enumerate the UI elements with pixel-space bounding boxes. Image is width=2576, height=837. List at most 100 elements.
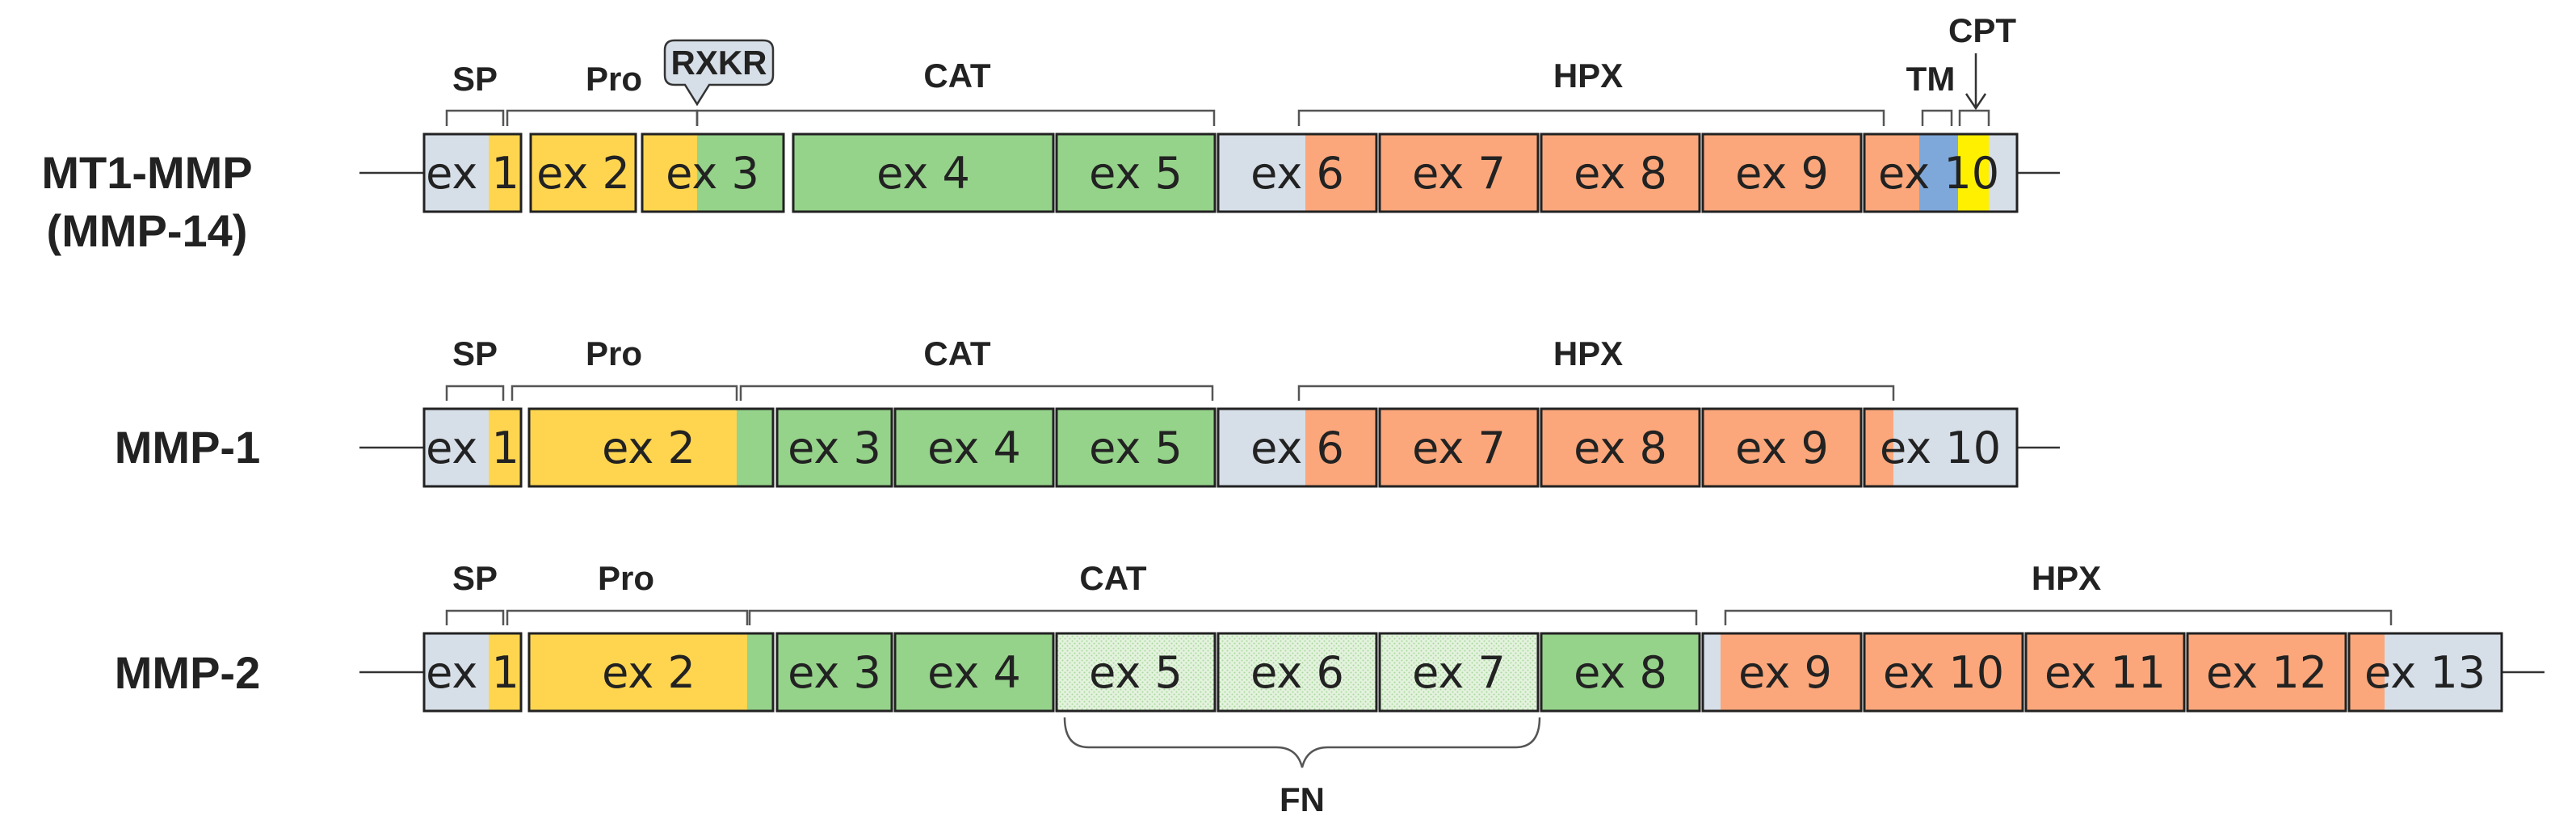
- cat-segment: [747, 633, 773, 711]
- domain-bracket-sp: [445, 385, 505, 401]
- exon-11-border: [2024, 632, 2186, 713]
- hpx-segment: [1380, 409, 1538, 486]
- utr-segment: [1703, 633, 1721, 711]
- hpx-segment: [1541, 134, 1700, 212]
- exon-label: ex 6: [1250, 423, 1344, 473]
- exon-5: ex 5: [1055, 132, 1217, 213]
- exon-5: ex 5: [1055, 632, 1217, 713]
- domain-bracket-pro: [506, 609, 749, 625]
- utr-segment: [1218, 409, 1305, 486]
- pro-segment: [642, 134, 697, 212]
- hpx-segment: [1703, 409, 1861, 486]
- fn-segment: [1380, 633, 1538, 711]
- domain-label-cat: CAT: [923, 57, 991, 95]
- utr-segment: [2385, 633, 2502, 711]
- exon-label: ex 1: [426, 423, 519, 473]
- domain-label-cat: CAT: [923, 334, 991, 372]
- exon-label: ex 4: [876, 148, 970, 199]
- hpx-segment: [2349, 633, 2385, 711]
- exon-9-border: [1701, 407, 1863, 488]
- utr-segment: [1989, 134, 2017, 212]
- exon-label: ex 6: [1250, 148, 1344, 199]
- cat-segment: [777, 633, 892, 711]
- exon-label: ex 9: [1735, 423, 1829, 473]
- domain-label-pro: Pro: [586, 334, 642, 372]
- domain-label-cpt: CPT: [1948, 11, 2016, 49]
- exon-7-border: [1378, 407, 1540, 488]
- exon-7: ex 7: [1378, 632, 1540, 713]
- domain-label-sp: SP: [452, 559, 498, 597]
- exon-4-border: [893, 632, 1055, 713]
- domain-bracket-hpx: [1297, 385, 1895, 401]
- hpx-segment: [1721, 633, 1861, 711]
- pro-segment: [529, 409, 737, 486]
- sp-segment: [489, 633, 521, 711]
- exon-3-border: [641, 132, 785, 213]
- exon-label: ex 7: [1412, 647, 1506, 698]
- domain-label-pro: Pro: [586, 60, 642, 98]
- exon-1-border: [422, 407, 523, 488]
- exon-2: ex 2: [529, 132, 637, 213]
- exon-2: ex 2: [527, 407, 775, 488]
- exon-10-border: [1863, 407, 2019, 488]
- exon-3-border: [775, 632, 893, 713]
- domain-bracket-pro: [511, 385, 738, 401]
- hpx-segment: [1703, 134, 1861, 212]
- gene-label-mt1-mmp: MT1-MMP: [41, 147, 252, 198]
- utr-segment: [1893, 409, 2017, 486]
- exon-label: ex 12: [2206, 647, 2327, 698]
- exon-label: ex 1: [426, 647, 519, 698]
- gene-label-mmp-14: (MMP-14): [47, 205, 248, 256]
- exon-6: ex 6: [1217, 632, 1378, 713]
- cpt-arrow-icon: [1965, 53, 1987, 111]
- exon-label: ex 4: [927, 423, 1021, 473]
- gene-mt1-mmp: MT1-MMP (MMP-14) ex 1 ex 2 ex 3 ex: [41, 11, 2060, 256]
- exon-7-border: [1378, 632, 1540, 713]
- exon-8-border: [1540, 632, 1701, 713]
- exon-2-border: [527, 407, 775, 488]
- hpx-segment: [1305, 134, 1376, 212]
- exon-5-border: [1055, 132, 1217, 213]
- exon-4-border: [893, 407, 1055, 488]
- domain-label-hpx: HPX: [1553, 334, 1623, 372]
- exon-label: ex 5: [1089, 148, 1183, 199]
- exon-8-border: [1540, 132, 1701, 213]
- domain-bracket-pro: [506, 109, 699, 126]
- exon-10: ex 10: [1863, 132, 2019, 213]
- cat-segment: [793, 134, 1053, 212]
- domain-label-fn: FN: [1280, 780, 1325, 818]
- domain-bracket-cat: [739, 385, 1214, 401]
- exon-4: ex 4: [893, 632, 1055, 713]
- gene-mmp-2: MMP-2 ex 1 ex 2 ex 3 ex 4: [115, 559, 2544, 818]
- exon-10-border: [1863, 132, 2019, 213]
- sp-segment: [489, 409, 521, 486]
- cat-segment: [777, 409, 892, 486]
- exon-4: ex 4: [792, 132, 1055, 213]
- domain-bracket-sp: [445, 609, 505, 625]
- domain-bracket-sp: [445, 109, 505, 126]
- exon-label: ex 10: [1883, 647, 2004, 698]
- exon-13: ex 13: [2347, 632, 2503, 713]
- exon-7: ex 7: [1378, 132, 1540, 213]
- domain-bracket-hpx: [1724, 609, 2393, 625]
- exon-10: ex 10: [1863, 407, 2019, 488]
- exon-1: ex 1: [422, 632, 523, 713]
- exon-9-border: [1701, 632, 1863, 713]
- utr-segment: [424, 134, 489, 212]
- cat-segment: [895, 409, 1053, 486]
- exon-13-border: [2347, 632, 2503, 713]
- pro-segment: [531, 134, 636, 212]
- domain-label-hpx: HPX: [1553, 57, 1623, 95]
- hpx-segment: [1541, 409, 1700, 486]
- cat-segment: [1057, 409, 1215, 486]
- domain-label-hpx: HPX: [2032, 559, 2101, 597]
- exon-label: ex 6: [1250, 647, 1344, 698]
- exon-6: ex 6: [1217, 132, 1378, 213]
- exon-9: ex 9: [1701, 132, 1863, 213]
- exon-2: ex 2: [527, 632, 775, 713]
- exon-1: ex 1: [422, 407, 523, 488]
- exon-3: ex 3: [775, 632, 893, 713]
- domain-bracket-cat: [695, 109, 1216, 126]
- domain-label-sp: SP: [452, 60, 498, 98]
